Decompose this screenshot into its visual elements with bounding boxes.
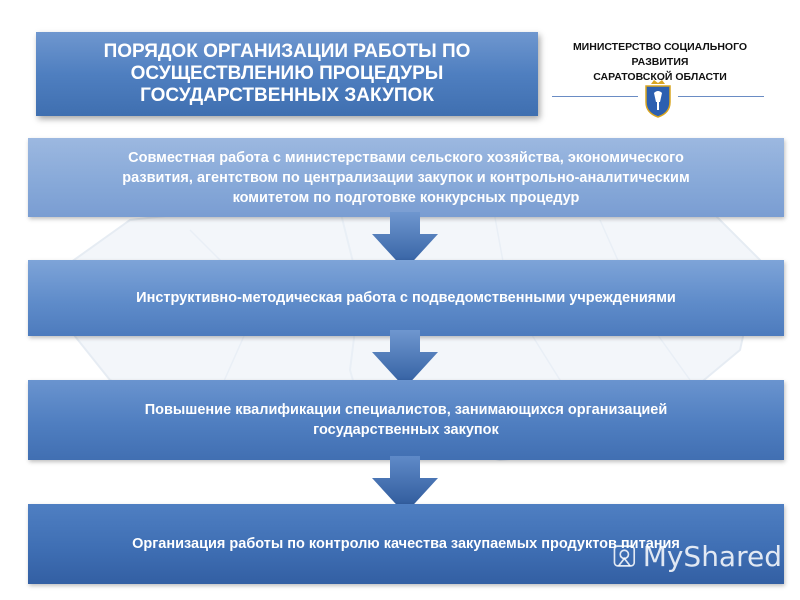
down-arrow-icon	[372, 330, 438, 388]
step-1-box: Совместная работа с министерствами сельс…	[28, 138, 784, 217]
step-2-text: Инструктивно-методическая работа с подве…	[136, 290, 676, 306]
step-1-text: Совместная работа с министерствами сельс…	[122, 149, 690, 206]
coat-of-arms-icon	[645, 80, 671, 118]
step-3-box: Повышение квалификации специалистов, зан…	[28, 380, 784, 460]
divider-right	[678, 96, 764, 97]
page-title-box: ПОРЯДОК ОРГАНИЗАЦИИ РАБОТЫ ПО ОСУЩЕСТВЛЕ…	[36, 32, 538, 116]
step-4-box: Организация работы по контролю качества …	[28, 504, 784, 584]
ministry-name: МИНИСТЕРСТВО СОЦИАЛЬНОГО РАЗВИТИЯ САРАТО…	[572, 41, 748, 83]
down-arrow-icon	[372, 456, 438, 514]
down-arrow-icon	[372, 212, 438, 270]
step-3-text: Повышение квалификации специалистов, зан…	[144, 402, 668, 438]
myshared-logo-icon	[613, 545, 636, 567]
page-title: ПОРЯДОК ОРГАНИЗАЦИИ РАБОТЫ ПО ОСУЩЕСТВЛЕ…	[103, 41, 471, 106]
step-4-text: Организация работы по контролю качества …	[132, 536, 680, 552]
divider-left	[552, 96, 638, 97]
watermark-text: MyShared	[642, 539, 782, 573]
watermark: MyShared	[612, 538, 782, 574]
step-2-box: Инструктивно-методическая работа с подве…	[28, 260, 784, 336]
